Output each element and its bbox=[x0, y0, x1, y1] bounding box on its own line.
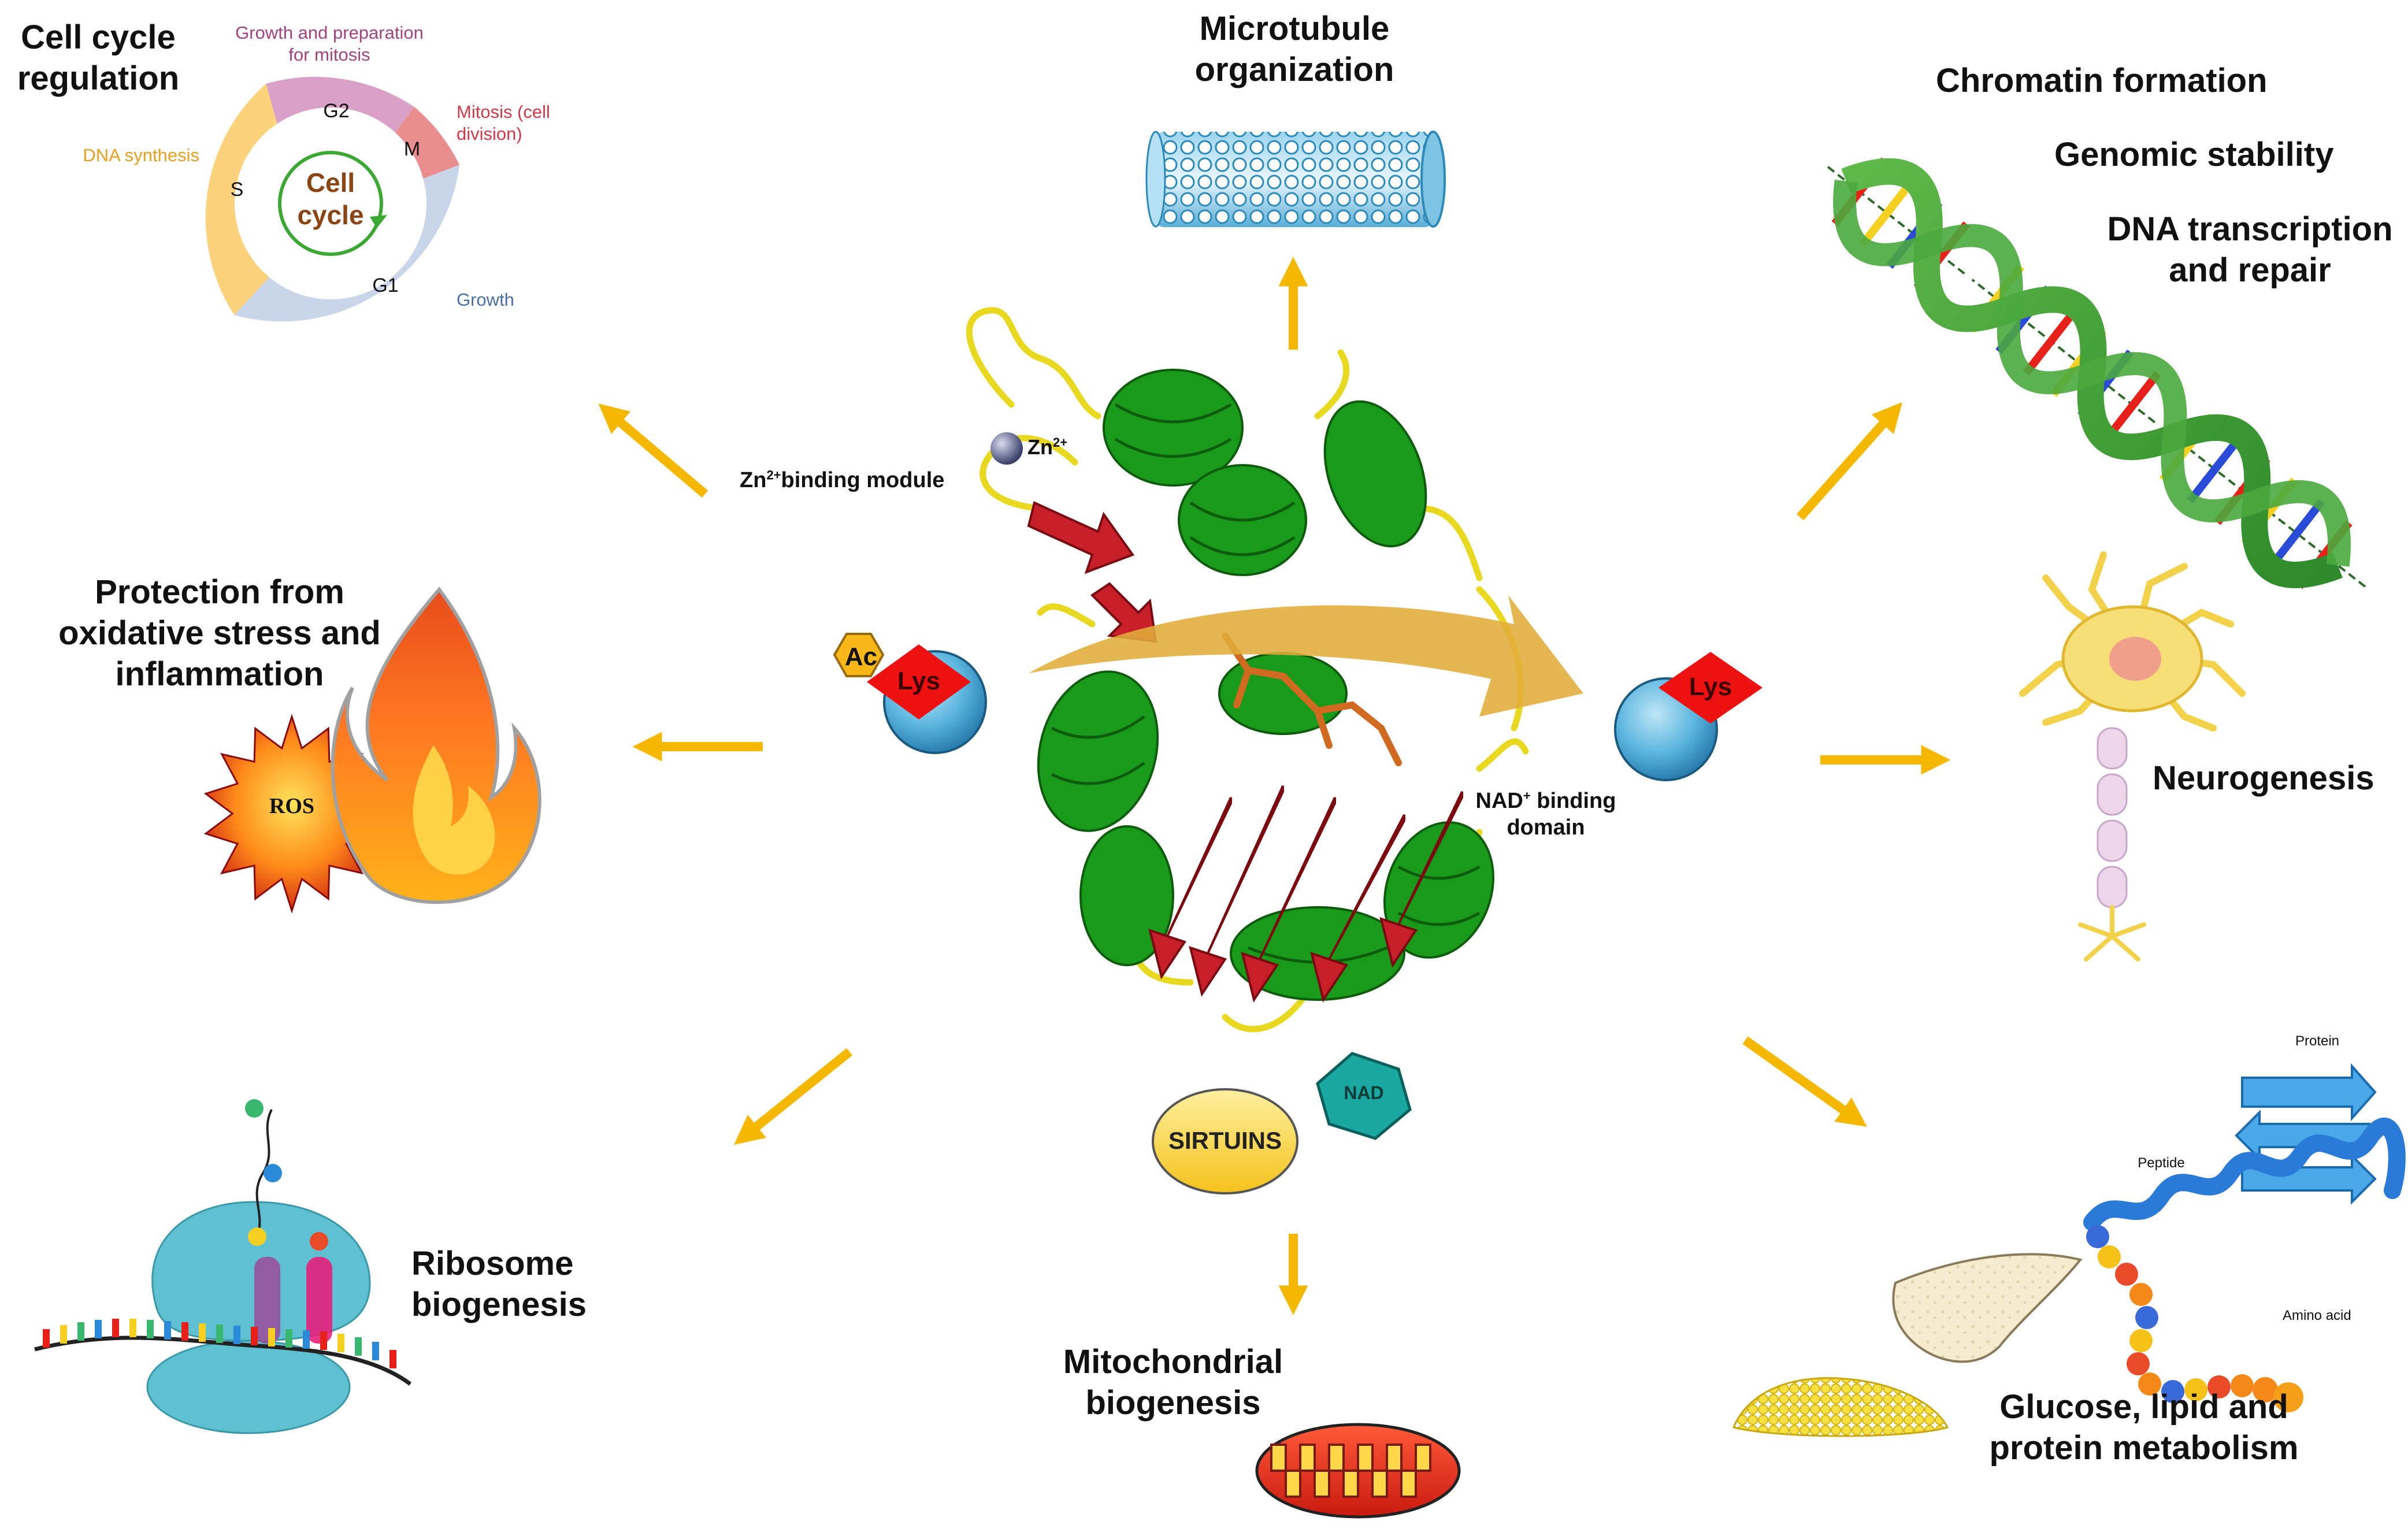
peptide-ball-3 bbox=[245, 1099, 264, 1118]
microtubule-start bbox=[1145, 131, 1166, 228]
nad-badge-label: NAD bbox=[1344, 1082, 1384, 1103]
ribosome-illustration bbox=[34, 1099, 412, 1434]
arrow-to-cell-cycle bbox=[598, 403, 708, 498]
protein-beta-sheets bbox=[1027, 501, 1463, 1003]
lys-diamond-right bbox=[1658, 652, 1763, 724]
cell-cycle-center-label: Cell cycle bbox=[297, 168, 364, 231]
peptide-ball-4 bbox=[310, 1232, 328, 1251]
microtubule-dots bbox=[1156, 132, 1433, 227]
ribosome-label: Ribosome biogenesis bbox=[411, 1245, 587, 1323]
protein-sheet-icon bbox=[2235, 1063, 2377, 1205]
arrow-to-chromatin bbox=[1797, 402, 1903, 521]
peptide-helix-icon bbox=[2083, 1118, 2406, 1231]
mrna-bases bbox=[43, 1319, 396, 1368]
zn-ion bbox=[990, 432, 1023, 465]
pancreas-liver-icon bbox=[1892, 1253, 2083, 1363]
arrow-group bbox=[598, 257, 1951, 1315]
peptide-ball-1 bbox=[248, 1227, 266, 1246]
flame-icon bbox=[331, 587, 541, 904]
deacetylated-lysine-group bbox=[1614, 652, 1763, 781]
neuron-axon-myelin bbox=[2097, 727, 2128, 908]
phase-g1-label: G1 bbox=[372, 274, 399, 296]
sirtuin-protein-structure bbox=[966, 307, 1583, 1033]
lys-label-right: Lys bbox=[1689, 673, 1732, 701]
nad-hexagon bbox=[1316, 1052, 1412, 1140]
cell-cycle-ring-arrow bbox=[278, 151, 383, 256]
microtubule-label: Microtubule organization bbox=[1194, 10, 1394, 88]
amino-acid-label: Amino acid bbox=[2283, 1308, 2351, 1323]
sirtuins-ellipse bbox=[1152, 1088, 1298, 1194]
deacetylation-curved-arrow bbox=[1029, 595, 1583, 717]
acetyl-lysine-group bbox=[833, 633, 987, 754]
dna-synthesis-annotation: DNA synthesis bbox=[83, 145, 199, 165]
mitosis-annotation: Mitosis (cell division) bbox=[457, 102, 550, 144]
nad-binding-domain-label: NAD+ binding domain bbox=[1475, 788, 1616, 840]
peptide-ball-2 bbox=[264, 1164, 282, 1182]
peptide-label: Peptide bbox=[2138, 1155, 2185, 1171]
dna-helix-illustration bbox=[1827, 157, 2366, 589]
peptide-chain bbox=[255, 1109, 273, 1237]
arrow-to-ribosome bbox=[734, 1048, 853, 1145]
protein-label: Protein bbox=[2295, 1033, 2340, 1049]
metabolism-illustration bbox=[1732, 1063, 2406, 1437]
microtubule-end bbox=[1420, 131, 1446, 228]
mitochondrion-cristae bbox=[1270, 1444, 1431, 1498]
growth-annotation: Growth bbox=[457, 290, 514, 310]
acetyl-hexagon bbox=[833, 633, 885, 677]
metabolism-label: Glucose, lipid and protein metabolism bbox=[1989, 1388, 2299, 1467]
flame-inner bbox=[413, 745, 495, 875]
nad-ligand bbox=[1222, 632, 1402, 766]
mitochondrial-label: Mitochondrial biogenesis bbox=[1063, 1343, 1283, 1422]
sirtuins-label: SIRTUINS bbox=[1168, 1127, 1282, 1154]
sirtuins-badge bbox=[1152, 1052, 1412, 1194]
cell-cycle-arrowhead-icon bbox=[370, 215, 387, 228]
cell-cycle-center bbox=[235, 107, 426, 299]
phase-m-label: M bbox=[403, 138, 421, 160]
oxidative-stress-label: Protection from oxidative stress and inf… bbox=[58, 573, 381, 693]
cell-cycle-title: Cell cycle regulation bbox=[17, 18, 180, 97]
genomic-stability-label: Genomic stability bbox=[2054, 136, 2334, 173]
zn-ion-label: Zn2+ bbox=[1027, 435, 1068, 459]
dna-strand-2 bbox=[1833, 179, 2351, 567]
microtubule-illustration bbox=[1145, 131, 1446, 228]
phase-g2-label: G2 bbox=[323, 100, 350, 122]
cell-cycle-diagram bbox=[205, 76, 460, 322]
lys-label-left: Lys bbox=[897, 667, 941, 695]
acetyl-label: Ac bbox=[844, 643, 878, 671]
mitochondrion-illustration bbox=[1255, 1423, 1461, 1519]
phase-s-label: S bbox=[230, 179, 244, 201]
zn-binding-module-label: Zn2+binding module bbox=[740, 468, 945, 492]
fat-droplets-icon bbox=[1732, 1377, 1949, 1437]
protein-helices bbox=[1037, 369, 1495, 1001]
arrow-to-metabolism bbox=[1742, 1036, 1867, 1127]
protein-helix-stripes bbox=[1051, 403, 1481, 964]
growth-prep-annotation: Growth and preparation for mitosis bbox=[235, 23, 424, 65]
ribosome-small-subunit bbox=[146, 1340, 351, 1434]
trna-right bbox=[306, 1257, 332, 1344]
ros-label: ROS bbox=[269, 794, 315, 818]
dna-transcription-label: DNA transcription and repair bbox=[2107, 210, 2393, 289]
neuron-axon-terminals bbox=[2078, 905, 2146, 962]
neuron-nucleus bbox=[2109, 637, 2161, 681]
chromatin-formation-label: Chromatin formation bbox=[1936, 62, 2268, 99]
trna-left bbox=[254, 1257, 280, 1344]
neurogenesis-label: Neurogenesis bbox=[2153, 759, 2374, 797]
neuron-illustration bbox=[2019, 551, 2246, 962]
amino-acid-chain bbox=[2086, 1225, 2303, 1412]
mrna-strand bbox=[34, 1335, 412, 1386]
lys-diamond-left bbox=[867, 644, 971, 719]
